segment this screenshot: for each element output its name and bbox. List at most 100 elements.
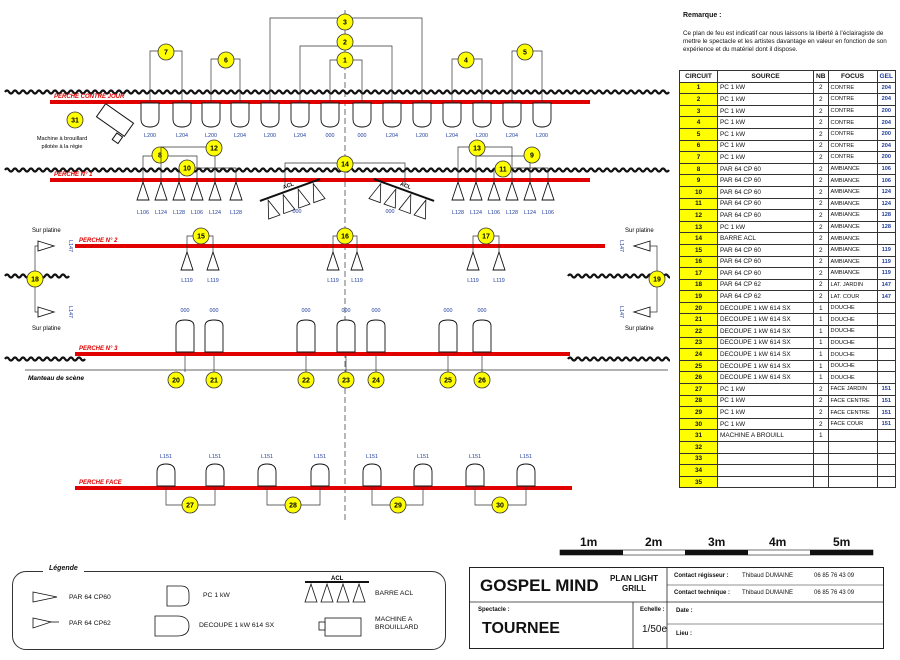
gel-cell: 119 [876, 267, 897, 280]
gel-label: 000 [358, 133, 367, 139]
source-cell: PAR 64 CP 60 [717, 209, 814, 222]
gel-label: L124 [470, 210, 482, 216]
decoupe-fixture [204, 319, 224, 353]
cable-line [160, 146, 216, 182]
focus-cell: FACE COUR [827, 417, 878, 431]
gel-label: 000 [326, 133, 335, 139]
gel-label: L204 [506, 133, 518, 139]
contact-reg-phone: 06 85 76 43 09 [814, 573, 855, 579]
par-fixture [451, 180, 465, 201]
col-source: SOURCE [717, 70, 814, 83]
focus-cell: FACE CENTRE [827, 394, 878, 408]
pc-icon [166, 585, 190, 607]
gel-cell [876, 371, 897, 385]
smoke-machine [95, 102, 135, 138]
circuit-number: 18 [31, 277, 39, 284]
gel-label: L200 [416, 133, 428, 139]
focus-cell: DOUCHE [827, 348, 878, 361]
decoupe-fixture [366, 319, 386, 353]
circuit-cell: 22 [679, 325, 718, 338]
pc-fixture [310, 463, 330, 487]
gel-label: L106 [137, 210, 149, 216]
pc-fixture [205, 463, 225, 487]
par-fixture [350, 250, 364, 271]
circuit-badge [167, 371, 185, 389]
gel-cell: 124 [876, 197, 897, 211]
lieu-label: Lieu : [676, 631, 692, 637]
legend-machine: MACHINE A BROUILLARD [375, 616, 419, 631]
scale-3m: 3m [708, 535, 726, 549]
gel-cell [876, 232, 897, 245]
focus-cell: FACE JARDIN [827, 383, 878, 396]
circuit-badge [336, 33, 354, 51]
pipe-label: PERCHE FACE [79, 480, 123, 486]
circuit-badge [367, 371, 385, 389]
focus-cell: DOUCHE [827, 336, 878, 350]
source-cell: PAR 64 CP 60 [717, 174, 814, 187]
circuit-number: 3 [343, 20, 347, 27]
gel-cell: 151 [876, 394, 897, 408]
nb-cell [813, 475, 829, 489]
circuit-badge [217, 51, 235, 69]
gel-label: L147 [618, 306, 624, 318]
decoupe-fixture [472, 319, 492, 353]
contact-reg-name: Thibaud DUMAINE [742, 573, 794, 579]
focus-cell [827, 464, 878, 477]
svg-text:ACL: ACL [282, 181, 295, 191]
gel-cell: 204 [876, 93, 897, 106]
gel-label: L124 [209, 210, 221, 216]
source-cell: DECOUPE 1 kW 614 SX [717, 348, 814, 361]
gel-cell [876, 441, 897, 454]
source-cell: PC 1 kW [717, 81, 814, 95]
par-fixture [208, 180, 222, 201]
nb-cell: 1 [813, 429, 829, 442]
gel-cell: 119 [876, 255, 897, 269]
focus-cell [827, 441, 878, 454]
gel-cell [876, 452, 897, 466]
nb-cell: 1 [813, 301, 829, 315]
gel-cell [876, 325, 897, 338]
source-cell: PAR 64 CP 62 [717, 290, 814, 303]
nb-cell: 2 [813, 116, 829, 129]
remark-block: Remarque : Ce plan de feu est indicatif … [683, 12, 893, 54]
circuit-number: 23 [342, 378, 350, 385]
circuit-number: 27 [186, 503, 194, 510]
legend-symbols: ACL [32, 576, 369, 637]
nb-cell: 2 [813, 185, 829, 199]
circuit-badge [157, 43, 175, 61]
smoke-nozzle [111, 132, 124, 145]
source-cell: PC 1 kW [717, 104, 814, 118]
circuit-number: 17 [482, 234, 490, 241]
circuit-cell: 7 [679, 151, 718, 164]
source-cell: PC 1 kW [717, 220, 814, 234]
circuit-cell: 32 [679, 441, 718, 454]
focus-cell: DOUCHE [827, 325, 878, 338]
decoupe-fixture [438, 319, 458, 353]
gel-label: L119 [351, 278, 363, 284]
echelle-value: 1/50e [642, 624, 668, 635]
circuit-cell: 35 [679, 475, 718, 489]
nb-cell: 2 [813, 220, 829, 234]
contact-tech-label: Contact technique : [674, 590, 731, 596]
circuit-cell: 29 [679, 406, 718, 419]
par-fixture [487, 180, 501, 201]
gel-cell: 200 [876, 127, 897, 141]
nb-cell: 2 [813, 406, 829, 419]
circuit-badge [473, 371, 491, 389]
circuit-badge [205, 139, 223, 157]
focus-cell: DOUCHE [827, 313, 878, 327]
source-cell: PC 1 kW [717, 383, 814, 396]
nb-cell: 1 [813, 313, 829, 327]
focus-cell: AMBIANCE [827, 255, 878, 269]
gel-label: L119 [181, 278, 193, 284]
col-gel: GEL [876, 70, 897, 83]
gel-cell [876, 313, 897, 327]
circuit-number: 5 [523, 50, 527, 57]
table-row: 32 [679, 441, 897, 454]
gel-label: L151 [469, 454, 481, 460]
